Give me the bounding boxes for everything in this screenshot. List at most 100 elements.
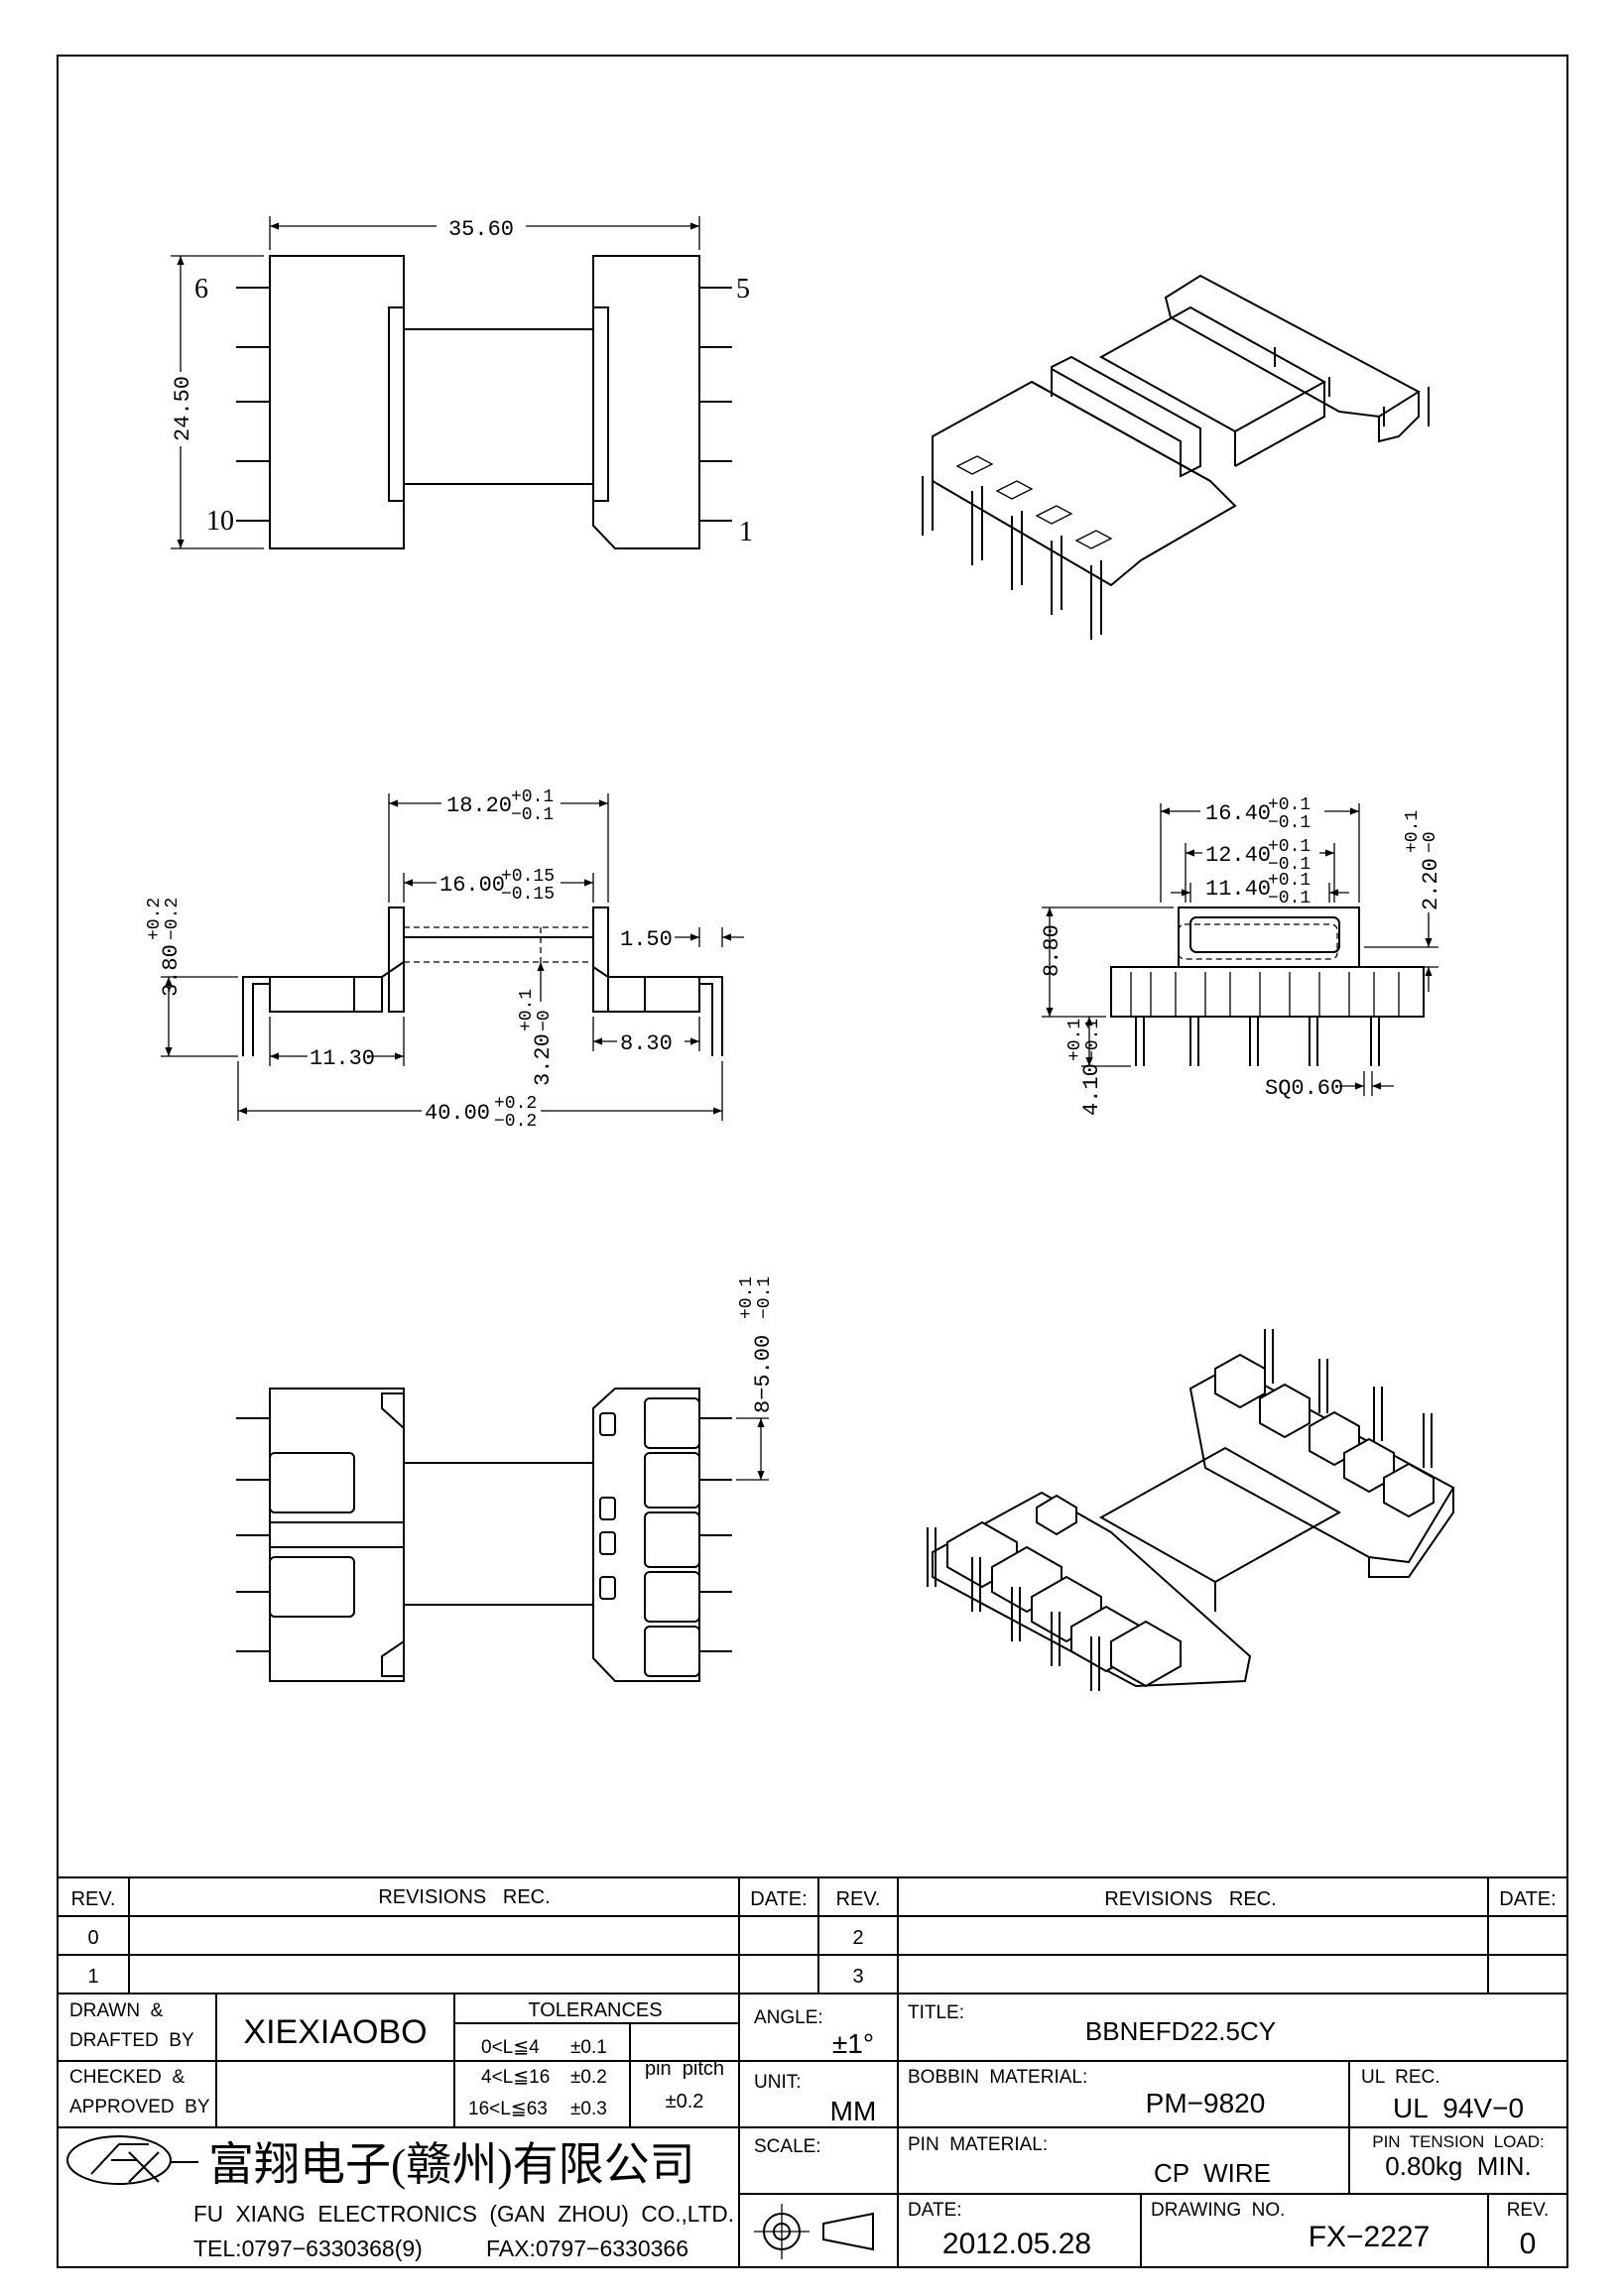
projection-symbol-icon — [754, 2204, 874, 2259]
rev-row: 2 — [852, 1927, 863, 1949]
dim-front-1130: 11.30 — [310, 1046, 375, 1071]
pin-pitch-value: ±0.2 — [666, 2091, 704, 2113]
svg-text:+0.1: +0.1 — [511, 787, 554, 807]
dim-top-width: 35.60 — [448, 217, 514, 242]
svg-text:+0.1: +0.1 — [1065, 1019, 1085, 1061]
tolerance-value: ±0.3 — [570, 2099, 607, 2119]
revisions-table: REV. REVISIONS REC. DATE: REV. REVISIONS… — [58, 1876, 1567, 1994]
tolerances-label: TOLERANCES — [528, 1999, 662, 2021]
tolerance-range: 4<L≦16 — [481, 2067, 550, 2088]
svg-text:−0: −0 — [535, 1010, 555, 1031]
checked-label-2: APPROVED BY — [69, 2097, 210, 2117]
tolerance-value: ±0.1 — [570, 2037, 607, 2058]
dim-bottom-pitch: 8−5.00 — [751, 1335, 776, 1413]
company-tel: TEL:0797−6330368(9) — [193, 2236, 423, 2261]
front-view: 18.20 +0.1 −0.1 16.00 +0.15 −0.15 1.50 3… — [145, 787, 744, 1132]
company-name-en: FU XIANG ELECTRONICS (GAN ZHOU) CO.,LTD. — [193, 2201, 734, 2227]
isometric-view-bottom — [927, 1329, 1455, 1691]
bottom-view: 8−5.00 +0.1 −0.1 — [236, 1276, 776, 1682]
rev-row: 1 — [87, 1966, 98, 1988]
rev-label: REV. — [1507, 2200, 1550, 2221]
svg-text:+0.2: +0.2 — [145, 898, 165, 940]
drawn-label-1: DRAWN & — [69, 2000, 164, 2021]
svg-text:−0.1: −0.1 — [755, 1276, 775, 1319]
bobbin-material-label: BOBBIN MATERIAL: — [908, 2067, 1087, 2088]
svg-text:+0.1: +0.1 — [1403, 810, 1423, 853]
dim-top-height: 24.50 — [171, 376, 195, 441]
dim-side-sq060: SQ0.60 — [1265, 1076, 1343, 1101]
svg-text:−0.2: −0.2 — [494, 1112, 537, 1132]
svg-text:−0.2: −0.2 — [163, 898, 183, 940]
isometric-view-top — [922, 274, 1430, 640]
tolerance-range: 0<L≦4 — [481, 2037, 540, 2058]
angle-value: ±1° — [832, 2028, 874, 2059]
dim-front-4000: 40.00 — [425, 1101, 490, 1126]
revisions-header-left: REVISIONS REC. — [378, 1886, 550, 1908]
dim-front-320: 3.20 — [531, 1033, 556, 1086]
svg-text:+0.1: +0.1 — [1268, 871, 1311, 891]
pin-pitch-label: pin pitch — [645, 2058, 724, 2080]
svg-text:−0.1: −0.1 — [1268, 813, 1311, 833]
svg-text:−0.1: −0.1 — [511, 805, 554, 825]
svg-text:+0.1: +0.1 — [517, 989, 537, 1031]
drawing-no-label: DRAWING NO. — [1151, 2200, 1285, 2221]
unit-value: MM — [830, 2096, 877, 2126]
rev-row: 3 — [852, 1966, 863, 1988]
title-label: TITLE: — [908, 2002, 964, 2023]
dim-side-880: 8.80 — [1040, 924, 1064, 977]
tolerance-value: ±0.2 — [570, 2067, 607, 2088]
bobbin-material-value: PM−9820 — [1146, 2088, 1266, 2118]
dim-front-1820: 18.20 — [446, 793, 512, 818]
date-label: DATE: — [908, 2200, 962, 2221]
svg-text:−0.1: −0.1 — [1268, 855, 1311, 875]
dim-front-380: 3.80 — [159, 944, 184, 997]
title-block: DRAWN & DRAFTED BY XIEXIAOBO CHECKED & A… — [58, 1994, 1567, 2267]
svg-text:−0.1: −0.1 — [1083, 1019, 1103, 1061]
company-name-cn: 富翔电子(赣州)有限公司 — [208, 2139, 695, 2190]
rev-row: 0 — [87, 1927, 98, 1949]
date-header-left: DATE: — [750, 1888, 807, 1910]
drawn-by-value: XIEXIAOBO — [243, 2013, 427, 2051]
side-view: 16.40 +0.1 −0.1 12.40 +0.1 −0.1 11.40 +0… — [1040, 795, 1443, 1116]
svg-text:+0.2: +0.2 — [494, 1094, 537, 1114]
svg-text:−0.15: −0.15 — [501, 885, 555, 905]
date-value: 2012.05.28 — [942, 2228, 1091, 2260]
rev-header-left: REV. — [71, 1888, 116, 1910]
pin-label-5: 5 — [736, 274, 750, 304]
dim-side-410: 4.10 — [1079, 1063, 1104, 1116]
svg-text:+0.1: +0.1 — [1268, 837, 1311, 857]
pin-material-label: PIN MATERIAL: — [908, 2134, 1048, 2155]
dim-front-1600: 16.00 — [439, 873, 505, 898]
svg-text:−0: −0 — [1421, 831, 1440, 853]
svg-text:+0.1: +0.1 — [1268, 795, 1311, 815]
title-value: BBNEFD22.5CY — [1085, 2016, 1276, 2046]
pin-label-6: 6 — [194, 274, 208, 304]
ul-rec-value: UL 94V−0 — [1393, 2093, 1524, 2123]
pin-tension-label: PIN TENSION LOAD: — [1372, 2132, 1545, 2151]
dim-side-220: 2.20 — [1419, 858, 1443, 910]
rev-header-right: REV. — [836, 1888, 881, 1910]
ul-rec-label: UL REC. — [1361, 2067, 1440, 2088]
svg-text:−0.1: −0.1 — [1268, 889, 1311, 908]
drawing-no-value: FX−2227 — [1309, 2221, 1431, 2253]
checked-label-1: CHECKED & — [69, 2067, 185, 2088]
rev-value: 0 — [1520, 2228, 1537, 2260]
svg-text:+0.15: +0.15 — [501, 867, 555, 887]
pin-tension-value: 0.80kg MIN. — [1385, 2151, 1531, 2181]
dim-front-150: 1.50 — [620, 927, 673, 952]
dim-side-1140: 11.40 — [1205, 877, 1271, 902]
drawing-border — [57, 55, 1568, 2268]
dim-front-830: 8.30 — [620, 1031, 673, 1056]
drawn-label-2: DRAFTED BY — [69, 2030, 194, 2051]
scale-label: SCALE: — [754, 2136, 821, 2157]
dim-side-1240: 12.40 — [1205, 843, 1271, 868]
svg-text:+0.1: +0.1 — [737, 1276, 757, 1319]
pin-label-10: 10 — [206, 506, 234, 537]
tolerance-range: 16<L≦63 — [468, 2099, 548, 2119]
date-header-right: DATE: — [1499, 1888, 1556, 1910]
angle-label: ANGLE: — [754, 2007, 823, 2028]
dim-side-1640: 16.40 — [1205, 801, 1271, 826]
pin-material-value: CP WIRE — [1154, 2158, 1271, 2188]
company-logo-icon — [66, 2135, 198, 2185]
